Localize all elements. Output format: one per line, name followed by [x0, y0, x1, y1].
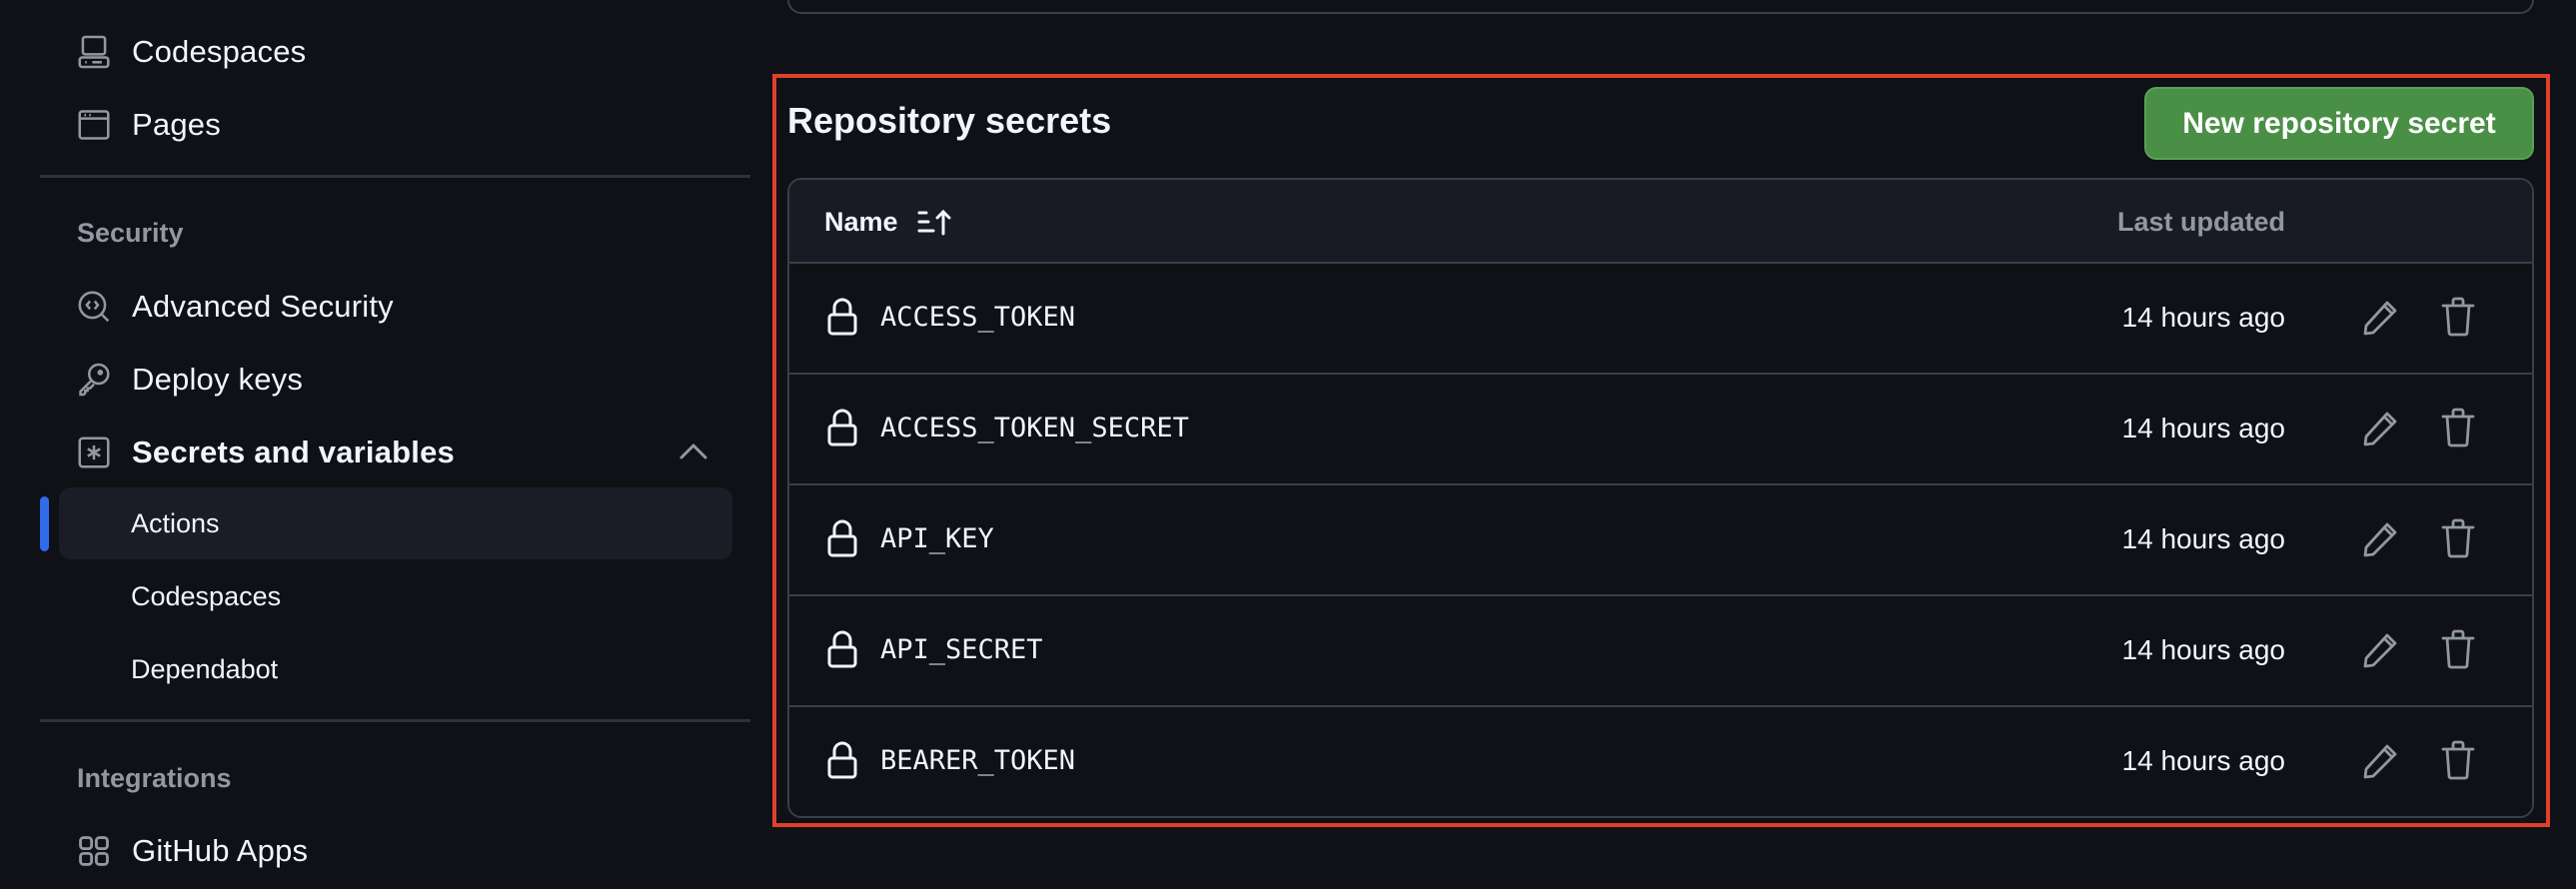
- lock-icon: [827, 630, 857, 668]
- codescan-icon: [74, 287, 114, 327]
- last-updated: 14 hours ago: [2121, 745, 2285, 776]
- trash-icon[interactable]: [2440, 628, 2476, 670]
- settings-sidebar: Codespaces Pages Security Advanced Secur…: [0, 0, 759, 889]
- key-asterisk-icon: [74, 433, 114, 472]
- trash-icon[interactable]: [2440, 407, 2476, 448]
- secret-name: ACCESS_TOKEN: [880, 302, 1076, 333]
- column-header-last-updated: Last updated: [2116, 207, 2285, 237]
- sidebar-item-secrets-and-variables[interactable]: Secrets and variables: [74, 423, 723, 482]
- table-row: BEARER_TOKEN 14 hours ago: [789, 707, 2532, 816]
- sidebar-item-deploy-keys[interactable]: Deploy keys: [74, 350, 303, 410]
- apps-icon: [74, 831, 114, 871]
- sidebar-item-label: Codespaces: [132, 34, 307, 69]
- sidebar-item-github-apps[interactable]: GitHub Apps: [74, 821, 308, 881]
- lock-icon: [827, 298, 857, 336]
- section-title-security: Security: [77, 218, 184, 248]
- trash-icon[interactable]: [2440, 296, 2476, 338]
- sidebar-subitem-label: Actions: [131, 507, 220, 538]
- highlight-annotation: [772, 74, 2550, 827]
- secret-name: ACCESS_TOKEN_SECRET: [880, 413, 1189, 444]
- lock-icon: [827, 741, 857, 779]
- previous-panel: [787, 0, 2534, 14]
- last-updated: 14 hours ago: [2121, 302, 2285, 333]
- table-header: Name Last updated: [789, 180, 2532, 264]
- table-row: ACCESS_TOKEN_SECRET 14 hours ago: [789, 375, 2532, 485]
- secret-name: BEARER_TOKEN: [880, 745, 1076, 776]
- sidebar-item-codespaces[interactable]: Codespaces: [74, 22, 306, 82]
- trash-icon[interactable]: [2440, 739, 2476, 781]
- sidebar-item-advanced-security[interactable]: Advanced Security: [74, 277, 394, 337]
- sidebar-item-label: Deploy keys: [132, 362, 304, 397]
- section-title-integrations: Integrations: [77, 763, 232, 793]
- sidebar-subitem-dependabot[interactable]: Dependabot: [59, 633, 732, 705]
- table-row: API_KEY 14 hours ago: [789, 485, 2532, 596]
- new-repository-secret-button[interactable]: New repository secret: [2144, 87, 2534, 160]
- sidebar-divider: [40, 175, 750, 178]
- section-heading: Repository secrets: [787, 100, 1112, 141]
- sidebar-subitem-label: Dependabot: [131, 653, 279, 684]
- lock-icon: [827, 519, 857, 557]
- sidebar-item-label: Secrets and variables: [132, 435, 455, 469]
- last-updated: 14 hours ago: [2121, 634, 2285, 665]
- lock-icon: [827, 409, 857, 446]
- browser-icon: [74, 105, 114, 145]
- sidebar-subitem-codespaces[interactable]: Codespaces: [59, 560, 732, 632]
- sort-ascending-icon[interactable]: [916, 208, 954, 238]
- active-indicator: [40, 496, 49, 551]
- column-header-name[interactable]: Name: [824, 207, 954, 238]
- pencil-icon[interactable]: [2360, 409, 2400, 448]
- sidebar-item-label: Advanced Security: [132, 289, 394, 324]
- last-updated: 14 hours ago: [2121, 413, 2285, 444]
- secrets-table: Name Last updated ACCESS_TOKEN 14 hours …: [787, 178, 2534, 818]
- sidebar-item-pages[interactable]: Pages: [74, 95, 221, 155]
- pencil-icon[interactable]: [2360, 741, 2400, 781]
- pencil-icon[interactable]: [2360, 519, 2400, 559]
- secret-name: API_SECRET: [880, 634, 1043, 665]
- pencil-icon[interactable]: [2360, 298, 2400, 338]
- sidebar-item-label: Pages: [132, 107, 221, 142]
- column-header-label: Name: [824, 207, 898, 237]
- sidebar-subitem-actions[interactable]: Actions: [59, 487, 732, 559]
- secret-name: API_KEY: [880, 523, 994, 554]
- table-row: API_SECRET 14 hours ago: [789, 596, 2532, 707]
- sidebar-divider: [40, 719, 750, 722]
- table-row: ACCESS_TOKEN 14 hours ago: [789, 264, 2532, 375]
- last-updated: 14 hours ago: [2121, 523, 2285, 554]
- codespaces-icon: [74, 32, 114, 72]
- sidebar-subitem-label: Codespaces: [131, 580, 282, 611]
- chevron-up-icon[interactable]: [671, 436, 715, 467]
- trash-icon[interactable]: [2440, 517, 2476, 559]
- key-icon: [74, 360, 114, 400]
- sidebar-item-label: GitHub Apps: [132, 833, 309, 868]
- pencil-icon[interactable]: [2360, 630, 2400, 670]
